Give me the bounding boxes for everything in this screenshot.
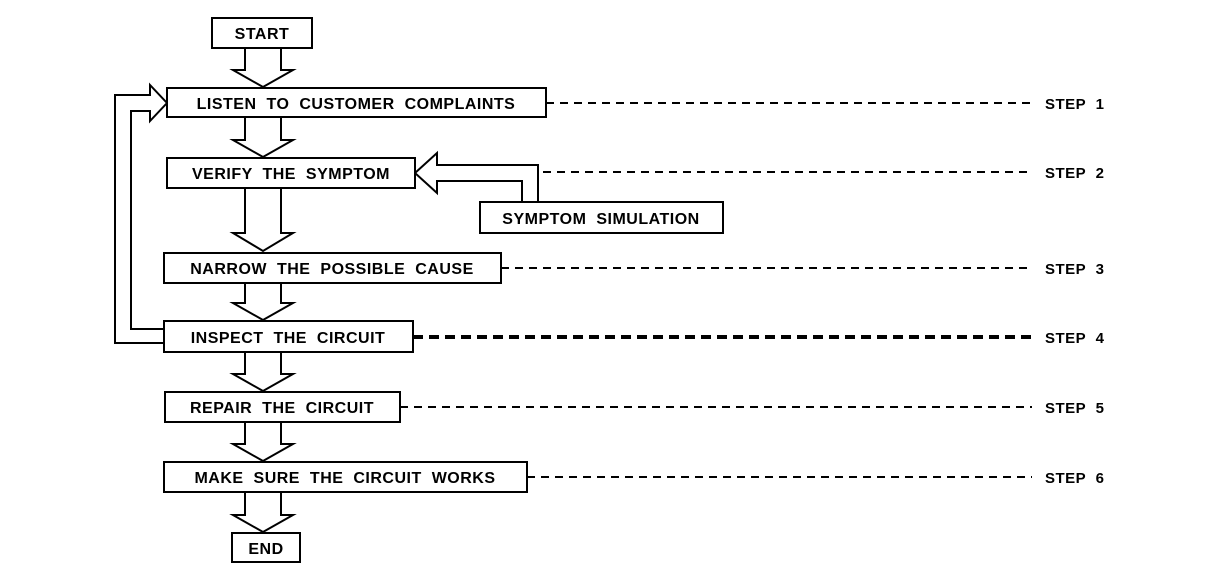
narrow-box [163, 252, 502, 284]
down-arrow-narrow-to-inspect [229, 282, 297, 322]
inspect-node: INSPECT THE CIRCUIT [163, 320, 414, 353]
down-arrow-inspect-to-repair [229, 351, 297, 393]
make-sure-box [163, 461, 528, 493]
down-arrow-repair-to-makesure [229, 421, 297, 463]
feedback-loop-arrow [114, 82, 169, 344]
listen-node: LISTEN TO CUSTOMER COMPLAINTS [166, 87, 547, 118]
step5-label: STEP 5 [1045, 400, 1104, 417]
start-node: START [211, 17, 313, 49]
down-arrow-listen-to-verify [229, 116, 297, 159]
narrow-label: NARROW THE POSSIBLE CAUSE [190, 261, 474, 278]
verify-node: VERIFY THE SYMPTOM [166, 157, 416, 189]
listen-box [166, 87, 547, 118]
repair-box [164, 391, 401, 423]
inspect-box [163, 320, 414, 353]
step4-label: STEP 4 [1045, 330, 1105, 347]
step2-label: STEP 2 [1045, 165, 1104, 182]
start-box [211, 17, 313, 49]
symptom-simulation-box [479, 201, 724, 234]
symptom-simulation-node: SYMPTOM SIMULATION [479, 201, 724, 234]
listen-label: LISTEN TO CUSTOMER COMPLAINTS [197, 96, 516, 113]
step3-label: STEP 3 [1045, 261, 1104, 278]
narrow-node: NARROW THE POSSIBLE CAUSE [163, 252, 502, 284]
step6-label: STEP 6 [1045, 470, 1104, 487]
inspect-label: INSPECT THE CIRCUIT [191, 330, 386, 347]
down-arrow-verify-to-narrow [229, 187, 297, 253]
end-label: END [248, 541, 283, 558]
down-arrow-start-to-listen [229, 47, 297, 89]
end-node: END [231, 532, 301, 563]
end-box [231, 532, 301, 563]
symptom-simulation-arrow [413, 150, 539, 203]
verify-box [166, 157, 416, 189]
repair-node: REPAIR THE CIRCUIT [164, 391, 401, 423]
repair-label: REPAIR THE CIRCUIT [190, 400, 374, 417]
make-sure-label: MAKE SURE THE CIRCUIT WORKS [194, 470, 495, 487]
make-sure-node: MAKE SURE THE CIRCUIT WORKS [163, 461, 528, 493]
down-arrow-makesure-to-end [229, 491, 297, 534]
start-label: START [235, 26, 290, 43]
step1-label: STEP 1 [1045, 96, 1104, 113]
verify-label: VERIFY THE SYMPTOM [192, 166, 390, 183]
symptom-simulation-label: SYMPTOM SIMULATION [502, 211, 699, 228]
